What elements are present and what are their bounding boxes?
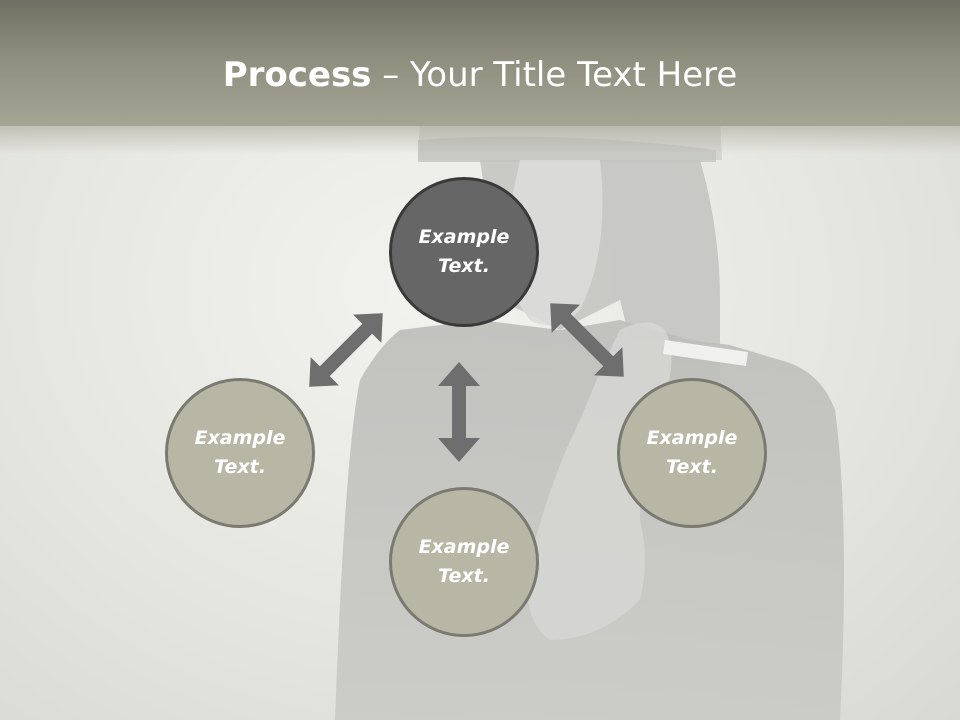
process-node-right: Example Text. (617, 378, 767, 528)
process-node-top: Example Text. (389, 177, 539, 327)
node-right-line1: Example (646, 427, 738, 449)
slide-title: Process – Your Title Text Here (0, 52, 960, 98)
slide-title-bold: Process (222, 55, 372, 95)
arrow-top-bottom (438, 362, 480, 462)
slide-title-rest: – Your Title Text Here (371, 55, 738, 95)
node-top-line2: Text. (438, 255, 490, 277)
process-node-left: Example Text. (165, 378, 315, 528)
title-band (0, 0, 960, 126)
process-node-bottom: Example Text. (389, 487, 539, 637)
arrow-top-right (550, 303, 624, 377)
title-band-fade (0, 126, 960, 154)
node-top-line1: Example (418, 226, 510, 248)
node-right-line2: Text. (666, 456, 718, 478)
node-left-line2: Text. (214, 456, 266, 478)
node-left-line1: Example (194, 427, 286, 449)
node-bottom-line1: Example (418, 536, 510, 558)
node-bottom-line2: Text. (438, 565, 490, 587)
arrow-top-left (309, 313, 383, 387)
